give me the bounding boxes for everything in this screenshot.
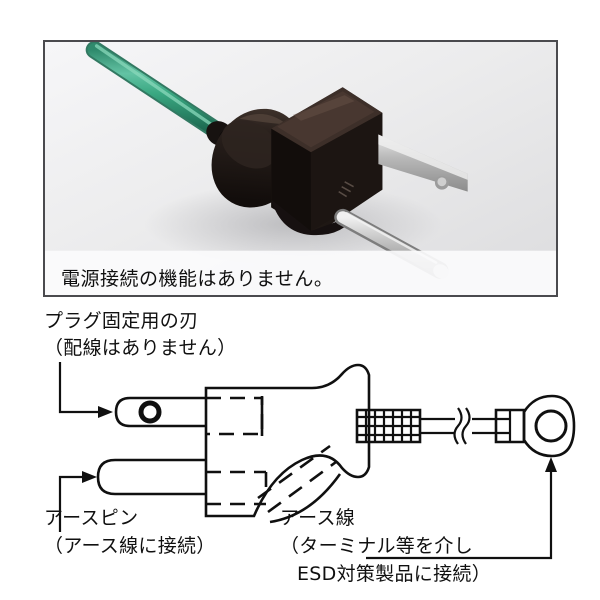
label-earth-pin-line2: （アース線に接続） bbox=[44, 535, 216, 557]
leader-fixing-blade bbox=[58, 362, 100, 414]
embossed-marking bbox=[338, 181, 354, 198]
internal-wiring-upper bbox=[206, 396, 264, 436]
earth-pin-outline bbox=[96, 458, 206, 496]
caption-backdrop bbox=[45, 250, 556, 295]
product-photo-panel: 電源接続の機能はありません。 bbox=[43, 40, 558, 297]
label-fixing-blade-line1: プラグ固定用の刃 bbox=[44, 310, 198, 332]
photo-caption: 電源接続の機能はありません。 bbox=[61, 268, 334, 290]
fixing-blade-hole bbox=[138, 400, 162, 424]
arrow-earth-pin bbox=[82, 471, 97, 483]
internal-wiring-lower bbox=[206, 470, 268, 506]
plug-photograph bbox=[45, 42, 556, 295]
internal-wiring-diagonals bbox=[257, 444, 337, 514]
cord-break-symbol bbox=[453, 407, 471, 445]
diagram-svg: プラグ固定用の刃 （配線はありません） アースピン （アース線に接続） アース線… bbox=[44, 310, 576, 585]
upper-flat-blade bbox=[378, 134, 468, 192]
ring-terminal bbox=[522, 394, 576, 458]
strain-relief-ribs bbox=[357, 410, 420, 442]
plug-body bbox=[271, 87, 383, 236]
label-earth-wire-line2: （ターミナル等を介し bbox=[280, 535, 473, 557]
green-power-cord bbox=[85, 42, 223, 138]
plug-line-diagram: プラグ固定用の刃 （配線はありません） アースピン （アース線に接続） アース線… bbox=[0, 300, 600, 600]
earth-cord bbox=[420, 417, 510, 435]
label-fixing-blade-line2: （配線はありません） bbox=[44, 337, 236, 359]
label-earth-wire-line3: ESD対策製品に接続） bbox=[297, 563, 491, 585]
internal-conductor-curve bbox=[269, 473, 342, 524]
arrow-earth-wire bbox=[545, 457, 557, 472]
label-earth-wire-line1: アース線 bbox=[280, 507, 355, 529]
leader-earth-pin bbox=[58, 475, 84, 532]
label-earth-pin-line1: アースピン bbox=[44, 507, 138, 529]
plug-body-outline bbox=[204, 363, 371, 518]
fixing-blade-outline bbox=[114, 396, 206, 428]
arrow-fixing-blade bbox=[98, 406, 113, 418]
crimp-sleeve bbox=[494, 408, 526, 444]
strain-relief-sleeve bbox=[355, 408, 422, 444]
leader-earth-wire bbox=[366, 470, 553, 560]
